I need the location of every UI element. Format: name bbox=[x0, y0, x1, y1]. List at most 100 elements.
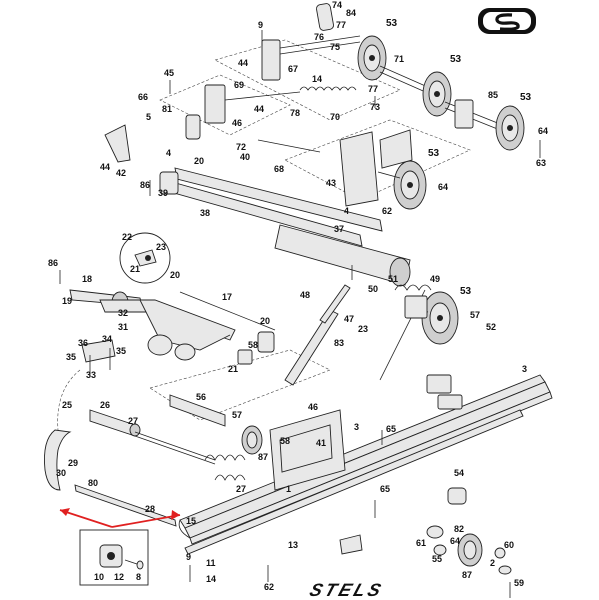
part-label: 77 bbox=[336, 20, 346, 30]
brand-logo: S bbox=[478, 8, 536, 34]
middle-idler-assembly bbox=[339, 129, 427, 210]
part-label: 35 bbox=[116, 346, 126, 356]
part-label: 49 bbox=[430, 274, 440, 284]
part-label: 69 bbox=[234, 80, 244, 90]
part-label: 27 bbox=[236, 484, 246, 494]
part-label: 32 bbox=[118, 308, 128, 318]
part-label: 23 bbox=[156, 242, 166, 252]
part-label: 65 bbox=[386, 424, 396, 434]
part-label: 34 bbox=[102, 334, 112, 344]
part-label: 47 bbox=[344, 314, 354, 324]
part-label: 58 bbox=[280, 436, 290, 446]
part-label: 10 bbox=[94, 572, 104, 582]
torsion-springs bbox=[204, 454, 246, 481]
rear-wheel-assembly bbox=[394, 284, 459, 345]
part-label: 53 bbox=[450, 54, 462, 65]
part-label: 50 bbox=[368, 284, 378, 294]
part-label: 22 bbox=[122, 232, 132, 242]
part-label: 42 bbox=[116, 168, 126, 178]
part-label: 43 bbox=[326, 178, 336, 188]
part-label: 75 bbox=[330, 42, 340, 52]
part-label: 87 bbox=[258, 452, 268, 462]
front-skid bbox=[44, 369, 81, 491]
part-label: 41 bbox=[316, 438, 326, 448]
part-label: 23 bbox=[358, 324, 368, 334]
part-label: 2 bbox=[490, 558, 495, 568]
part-label: 54 bbox=[454, 468, 464, 478]
part-label: 77 bbox=[368, 84, 378, 94]
part-label: 84 bbox=[346, 8, 356, 18]
right-side-parts bbox=[339, 487, 512, 575]
part-label: 17 bbox=[222, 292, 232, 302]
part-label: 27 bbox=[128, 416, 138, 426]
part-label: 15 bbox=[186, 516, 196, 526]
part-label: 20 bbox=[170, 270, 180, 280]
part-label: 19 bbox=[62, 296, 72, 306]
part-label: 14 bbox=[206, 574, 216, 584]
part-label: 71 bbox=[394, 54, 404, 64]
part-label: 4 bbox=[344, 206, 349, 216]
part-label: 1 bbox=[286, 484, 291, 494]
part-label: 37 bbox=[334, 224, 344, 234]
front-arm-assembly bbox=[69, 289, 276, 365]
part-label: 45 bbox=[164, 68, 174, 78]
part-label: 64 bbox=[538, 126, 548, 136]
part-label: 57 bbox=[470, 310, 480, 320]
part-label: 46 bbox=[232, 118, 242, 128]
part-label: 55 bbox=[432, 554, 442, 564]
part-label: 31 bbox=[118, 322, 128, 332]
part-label: 78 bbox=[290, 108, 300, 118]
slide-rails bbox=[74, 374, 553, 555]
part-label: 87 bbox=[462, 570, 472, 580]
part-label: 18 bbox=[82, 274, 92, 284]
part-label: 26 bbox=[100, 400, 110, 410]
part-label: 82 bbox=[454, 524, 464, 534]
part-label: 68 bbox=[274, 164, 284, 174]
part-label: 33 bbox=[86, 370, 96, 380]
rear-brackets bbox=[269, 374, 463, 491]
small-wheels bbox=[241, 425, 483, 567]
inset-detail-top bbox=[119, 232, 171, 284]
part-label: 56 bbox=[196, 392, 206, 402]
main-rails bbox=[159, 167, 411, 287]
shock-and-rod bbox=[284, 284, 426, 386]
part-label: 38 bbox=[200, 208, 210, 218]
callout-inset bbox=[59, 508, 181, 586]
part-label: 59 bbox=[514, 578, 524, 588]
part-label: 20 bbox=[194, 156, 204, 166]
part-label: 21 bbox=[228, 364, 238, 374]
part-label: 39 bbox=[158, 188, 168, 198]
part-number-labels: 74 84 9 53 77 76 75 44 67 71 14 45 53 69… bbox=[48, 0, 548, 592]
part-label: 62 bbox=[264, 582, 274, 592]
part-label: 83 bbox=[334, 338, 344, 348]
part-label: 11 bbox=[206, 558, 216, 568]
part-label: 30 bbox=[56, 468, 66, 478]
part-label: 44 bbox=[100, 162, 110, 172]
part-label: 72 bbox=[236, 142, 246, 152]
part-label: 85 bbox=[488, 90, 498, 100]
part-label: 9 bbox=[186, 552, 191, 562]
part-label: 81 bbox=[162, 104, 172, 114]
part-label: 52 bbox=[486, 322, 496, 332]
part-label: 86 bbox=[140, 180, 150, 190]
part-label: 13 bbox=[288, 540, 298, 550]
part-label: 35 bbox=[66, 352, 76, 362]
part-label: 36 bbox=[78, 338, 88, 348]
part-label: 63 bbox=[536, 158, 546, 168]
part-label: 61 bbox=[416, 538, 426, 548]
part-label: 4 bbox=[166, 148, 171, 158]
part-label: 53 bbox=[460, 286, 472, 297]
left-bracket-parts bbox=[81, 339, 116, 375]
part-label: 14 bbox=[312, 74, 322, 84]
part-label: 40 bbox=[240, 152, 250, 162]
part-label: 44 bbox=[254, 104, 264, 114]
upper-idler-assembly bbox=[104, 3, 525, 163]
middle-shafts bbox=[89, 394, 226, 465]
part-label: 25 bbox=[62, 400, 72, 410]
brand-wordmark: STELS bbox=[307, 579, 387, 599]
part-label: 5 bbox=[146, 112, 151, 122]
part-label: 64 bbox=[450, 536, 460, 546]
part-label: 51 bbox=[388, 274, 398, 284]
part-label: 8 bbox=[136, 572, 141, 582]
